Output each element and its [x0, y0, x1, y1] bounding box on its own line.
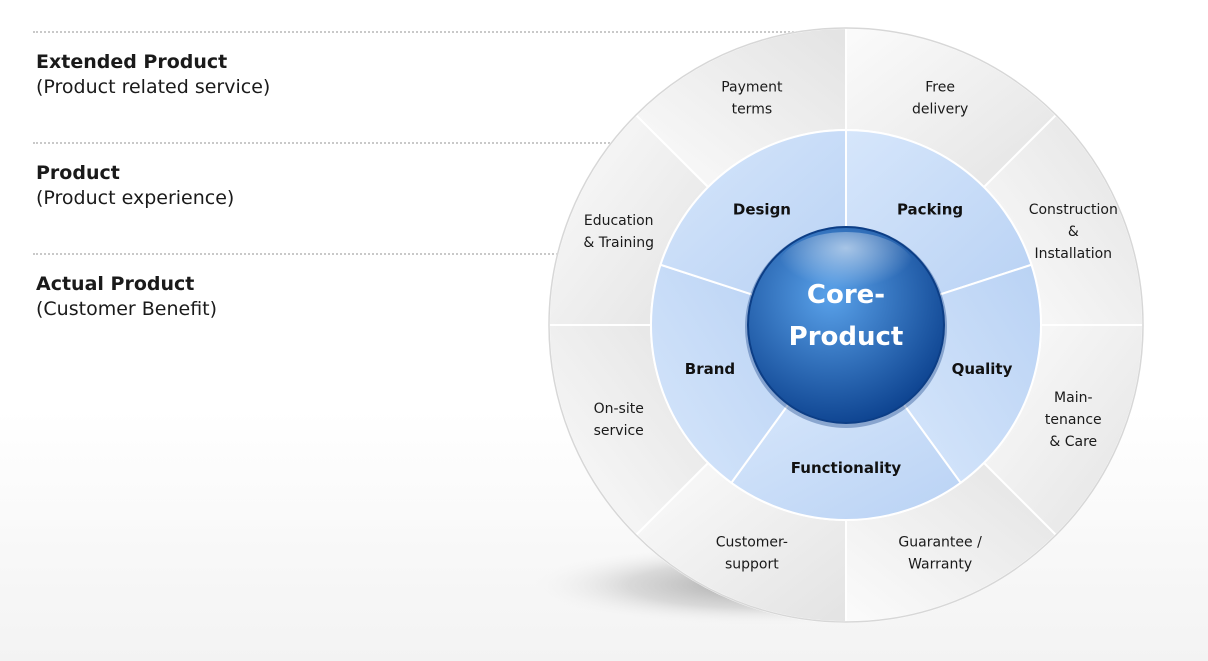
level-divider-extended [33, 31, 873, 33]
level-subtitle: (Customer Benefit) [36, 298, 218, 320]
middle-label-packing: Packing [897, 200, 963, 218]
core-product-label-line1: Core- [807, 280, 885, 310]
level-extended-product: Extended Product (Product related servic… [36, 50, 270, 100]
outer-label-education-training: Education& Training [583, 213, 654, 251]
level-divider-product [33, 142, 873, 144]
core-product-sphere: Core- Product [745, 226, 947, 428]
outer-ring-border [548, 27, 1144, 623]
level-subtitle: (Product experience) [36, 187, 235, 209]
level-title: Extended Product [36, 51, 228, 73]
middle-label-brand: Brand [685, 360, 735, 378]
core-product-label-line2: Product [789, 322, 904, 352]
middle-label-design: Design [733, 200, 791, 218]
outer-label-construction-installation: Construction&Installation [1029, 202, 1118, 262]
level-subtitle: (Product related service) [36, 76, 271, 98]
middle-ring [650, 128, 1042, 521]
level-title: Product [36, 162, 120, 184]
level-actual-product: Actual Product (Customer Benefit) [36, 272, 217, 322]
middle-label-quality: Quality [952, 360, 1013, 378]
level-title: Actual Product [36, 273, 195, 295]
outer-label-guarantee-warranty: Guarantee /Warranty [898, 534, 982, 572]
middle-label-functionality: Functionality [791, 459, 902, 477]
outer-label-main-tenance-care: Main-tenance& Care [1045, 390, 1102, 450]
level-product: Product (Product experience) [36, 161, 234, 211]
outer-ring [547, 26, 1145, 624]
outer-label-customer-support: Customer-support [716, 534, 788, 572]
level-divider-actual [33, 253, 873, 255]
